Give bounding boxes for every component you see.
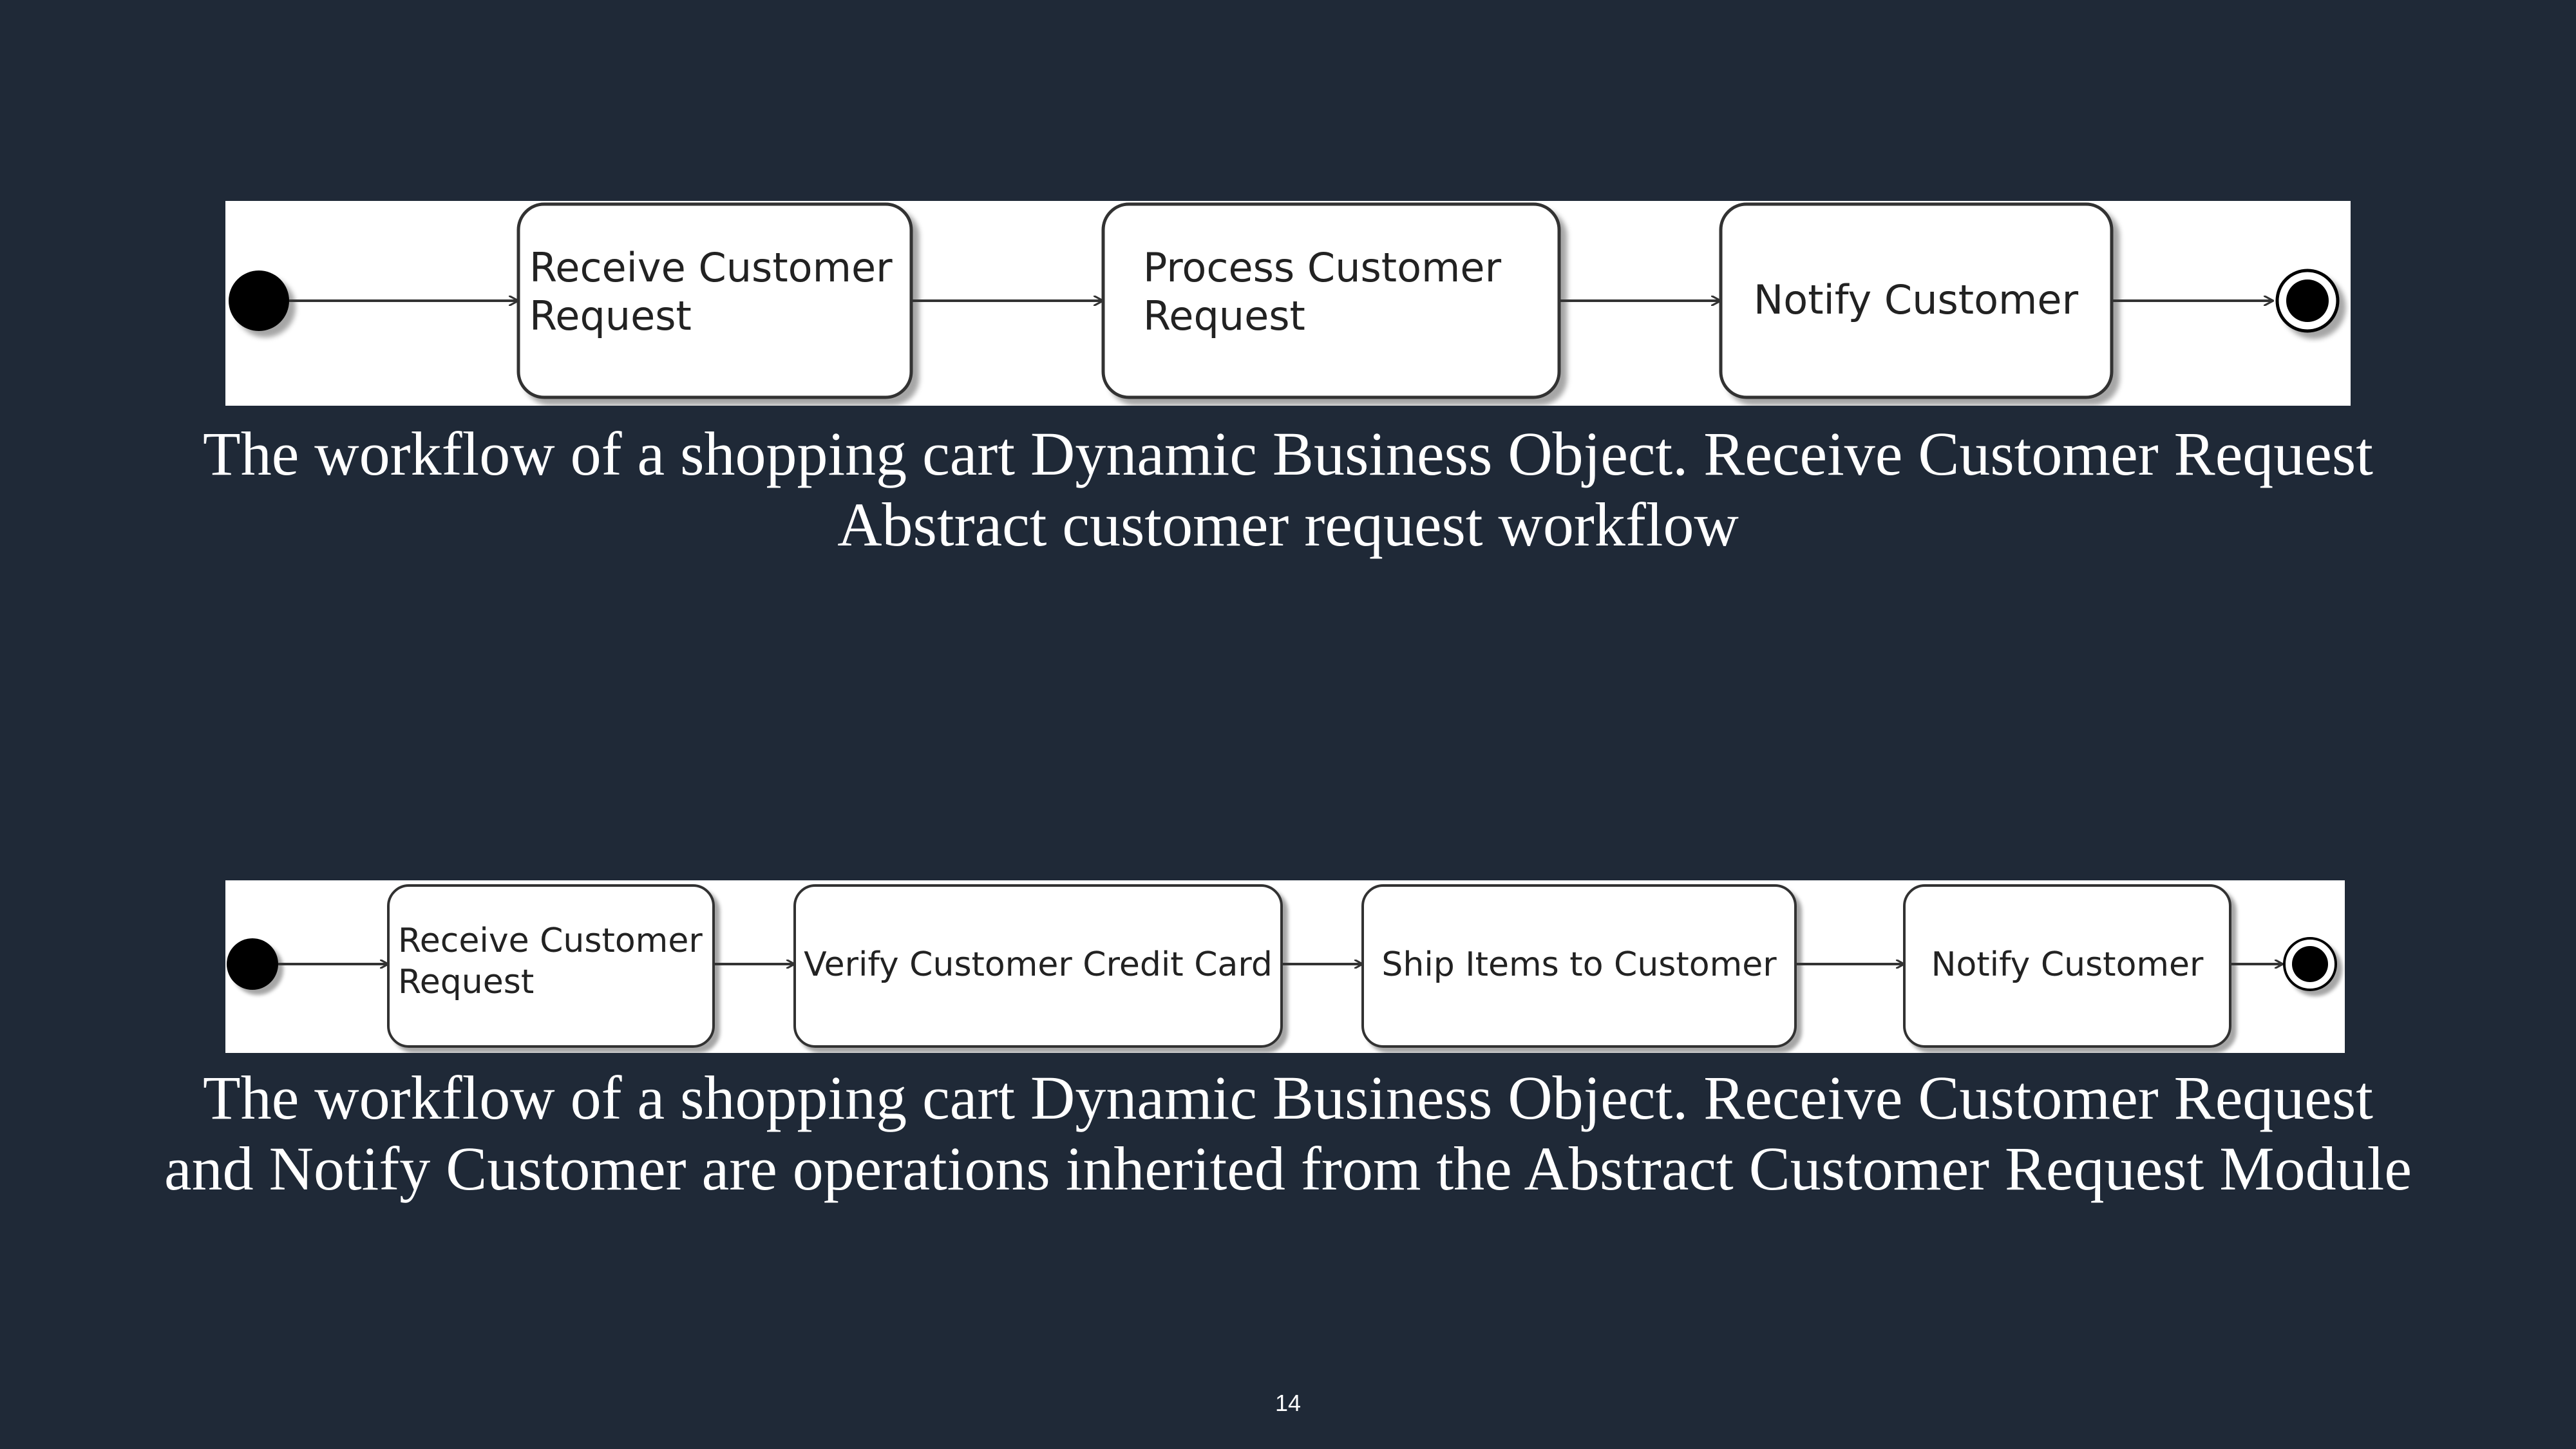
figure-caption: The workflow of a shopping cart Dynamic … [0, 1063, 2576, 1204]
final-node-icon [2283, 937, 2337, 991]
caption-line: Abstract customer request workflow [837, 490, 1739, 559]
state-verify-customer-credit-card: Verify Customer Credit Card [793, 884, 1283, 1048]
state-label: Notify Customer [1931, 945, 2204, 984]
workflow-diagram-shopping-cart: Receive Customer Request Verify Customer… [225, 880, 2345, 1053]
state-label: Verify Customer Credit Card [804, 945, 1273, 984]
state-label: Request [529, 292, 692, 339]
state-label: Receive Customer [398, 922, 703, 960]
caption-line: The workflow of a shopping cart Dynamic … [203, 419, 2373, 488]
state-label: Notify Customer [1754, 276, 2079, 323]
page-number: 14 [1274, 1390, 1302, 1416]
initial-node-icon [227, 938, 278, 990]
state-label: Request [1143, 292, 1305, 339]
caption-line: The workflow of a shopping cart Dynamic … [203, 1063, 2373, 1132]
figure-caption: The workflow of a shopping cart Dynamic … [0, 419, 2576, 560]
final-node-icon [2275, 269, 2340, 333]
state-receive-customer-request: Receive Customer Request [387, 884, 715, 1048]
state-receive-customer-request: Receive Customer Request [516, 202, 913, 399]
caption-line: and Notify Customer are operations inher… [164, 1134, 2412, 1203]
state-label: Request [398, 963, 534, 1001]
workflow-diagram-svg: Receive Customer Request Process Custome… [229, 202, 2340, 399]
initial-node-icon [229, 270, 289, 331]
workflow-diagram-abstract: Receive Customer Request Process Custome… [225, 201, 2351, 406]
state-ship-items-to-customer: Ship Items to Customer [1361, 884, 1797, 1048]
state-label: Ship Items to Customer [1381, 945, 1777, 984]
state-notify-customer: Notify Customer [1903, 884, 2231, 1048]
state-label: Process Customer [1143, 244, 1502, 291]
state-label: Receive Customer [529, 244, 893, 291]
state-notify-customer: Notify Customer [1719, 202, 2114, 399]
state-process-customer-request: Process Customer Request [1101, 202, 1561, 399]
workflow-diagram-svg: Receive Customer Request Verify Customer… [227, 884, 2337, 1048]
